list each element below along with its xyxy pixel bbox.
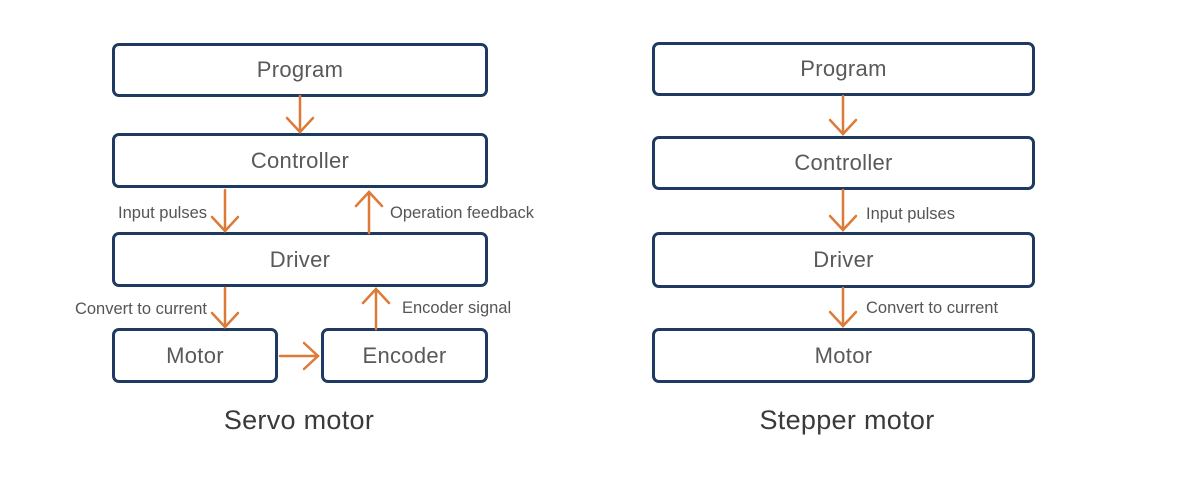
stepper-controller-box: Controller (652, 136, 1035, 190)
stepper-driver-box: Driver (652, 232, 1035, 288)
down-arrow-icon (210, 286, 240, 329)
servo-input-pulses-label: Input pulses (118, 204, 207, 222)
up-arrow-icon (361, 287, 391, 331)
down-arrow-icon (828, 188, 858, 232)
down-arrow-icon (828, 286, 858, 328)
servo-encoder-box: Encoder (321, 328, 488, 383)
servo-convert-to-current-label: Convert to current (74, 300, 207, 318)
down-arrow-icon (828, 94, 858, 136)
stepper-program-box: Program (652, 42, 1035, 96)
servo-driver-box: Driver (112, 232, 488, 287)
servo-encoder-signal-label: Encoder signal (402, 299, 512, 317)
stepper-input-pulses-label: Input pulses (866, 205, 955, 223)
up-arrow-icon (354, 190, 384, 235)
down-arrow-icon (285, 94, 315, 134)
down-arrow-icon (210, 188, 240, 233)
servo-controller-box: Controller (112, 133, 488, 188)
servo-caption: Servo motor (223, 405, 375, 435)
servo-motor-box: Motor (112, 328, 278, 383)
right-arrow-icon (278, 341, 320, 371)
servo-program-box: Program (112, 43, 488, 97)
servo-operation-feedback-label: Operation feedback (390, 204, 535, 222)
stepper-convert-to-current-label: Convert to current (866, 299, 999, 317)
stepper-caption: Stepper motor (759, 405, 935, 435)
stepper-motor-box: Motor (652, 328, 1035, 383)
